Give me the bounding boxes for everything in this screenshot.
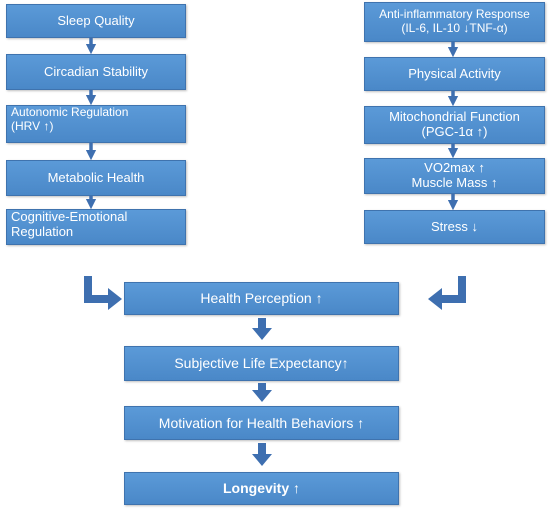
metabolic-health-box: Metabolic Health bbox=[6, 160, 186, 196]
autonomic-regulation-box: Autonomic Regulation (HRV ↑) bbox=[6, 105, 186, 143]
physical-activity-box: Physical Activity bbox=[364, 57, 545, 91]
motivation-box: Motivation for Health Behaviors ↑ bbox=[124, 406, 399, 440]
cognitive-emotional-label: Cognitive-Emotional bbox=[11, 209, 128, 224]
stress-box: Stress ↓ bbox=[364, 210, 545, 244]
circadian-stability-box: Circadian Stability bbox=[6, 54, 186, 90]
autonomic-regulation-label: Autonomic Regulation bbox=[11, 105, 129, 119]
longevity-label: Longevity ↑ bbox=[222, 480, 300, 497]
mitochondrial-function-box: Mitochondrial Function (PGC-1α ↑) bbox=[364, 106, 545, 144]
subjective-life-expectancy-label: Subjective Life Expectancy↑ bbox=[174, 355, 349, 372]
vo2max-muscle-box: VO2max ↑ Muscle Mass ↑ bbox=[364, 158, 545, 194]
metabolic-health-label: Metabolic Health bbox=[47, 169, 145, 185]
left-bent-arrow bbox=[84, 276, 122, 310]
circadian-stability-label: Circadian Stability bbox=[43, 63, 149, 79]
mitochondrial-function-label: Mitochondrial Function bbox=[389, 109, 520, 125]
health-perception-box: Health Perception ↑ bbox=[124, 282, 399, 315]
stress-label: Stress ↓ bbox=[431, 218, 478, 234]
autonomic-regulation-detail: (HRV ↑) bbox=[11, 118, 54, 133]
cognitive-emotional-box: Cognitive-Emotional Regulation bbox=[6, 209, 186, 245]
cognitive-emotional-detail: Regulation bbox=[11, 223, 74, 239]
center-down-arrows bbox=[252, 318, 272, 466]
motivation-label: Motivation for Health Behaviors ↑ bbox=[158, 414, 365, 431]
subjective-life-expectancy-box: Subjective Life Expectancy↑ bbox=[124, 346, 399, 381]
health-perception-label: Health Perception ↑ bbox=[200, 290, 323, 307]
physical-activity-label: Physical Activity bbox=[408, 65, 501, 81]
longevity-box: Longevity ↑ bbox=[124, 472, 399, 505]
vo2max-label: VO2max ↑ bbox=[424, 160, 485, 176]
muscle-mass-label: Muscle Mass ↑ bbox=[411, 175, 498, 190]
anti-inflammatory-label: Anti-inflammatory Response bbox=[379, 7, 530, 22]
sleep-quality-box: Sleep Quality bbox=[6, 4, 186, 38]
right-bent-arrow bbox=[428, 276, 466, 310]
anti-inflammatory-detail: (IL-6, IL-10 ↓TNF-α) bbox=[401, 21, 508, 35]
mitochondrial-function-detail: (PGC-1α ↑) bbox=[421, 124, 488, 139]
anti-inflammatory-box: Anti-inflammatory Response (IL-6, IL-10 … bbox=[364, 2, 545, 42]
sleep-quality-label: Sleep Quality bbox=[57, 12, 135, 28]
